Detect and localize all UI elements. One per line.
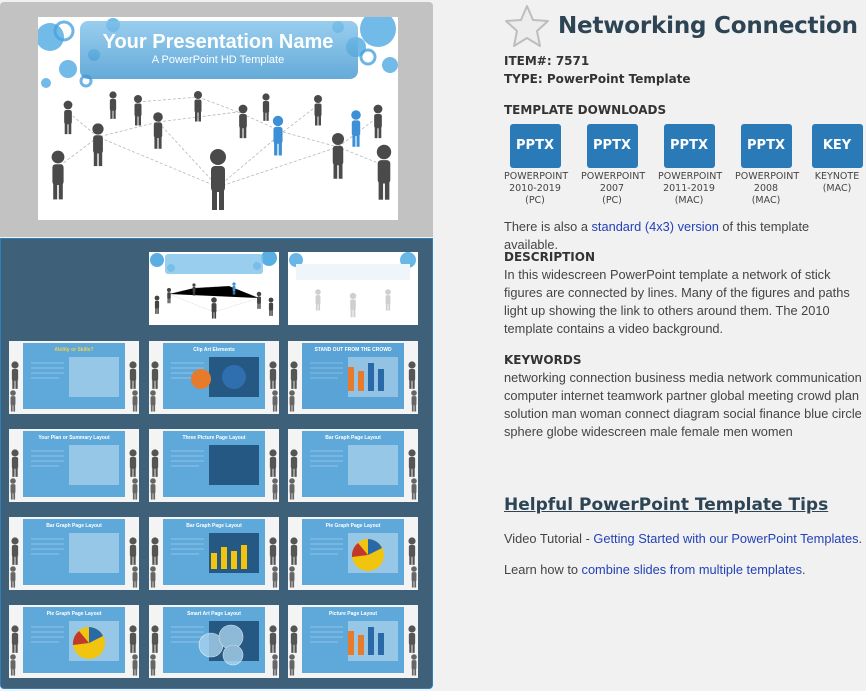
main-slide-preview[interactable]: Your Presentation Name A PowerPoint HD T… <box>38 17 398 220</box>
download-pptx-2011-mac: PPTX POWERPOINT 2011-2019 (MAC) <box>658 124 723 207</box>
slide-thumbnail[interactable]: Bar Graph Page Layout <box>288 429 418 502</box>
page-title: Networking Connection <box>558 13 858 39</box>
template-type: TYPE: PowerPoint Template <box>504 72 691 86</box>
slide-thumbnail-graphic <box>149 252 279 325</box>
download-button[interactable]: PPTX <box>740 124 792 168</box>
slide-thumbnail[interactable] <box>288 252 418 325</box>
thumbnail-title: Bar Graph Page Layout <box>46 523 102 529</box>
download-caption: POWERPOINT 2007 (PC) <box>581 171 646 206</box>
thumbnail-title: Clip Art Elements <box>193 347 235 353</box>
item-number: ITEM#: 7571 <box>504 54 590 68</box>
slide-thumbnail-graphic: Bar Graph Page Layout <box>149 517 279 590</box>
slide-thumbnail-graphic: Pie Graph Page Layout <box>9 605 139 678</box>
standard-version-note: There is also a standard (4x3) version o… <box>504 218 866 254</box>
thumbnail-title: Pie Graph Page Layout <box>47 611 102 617</box>
slide-thumbnail-graphic: Smart Art Page Layout <box>149 605 279 678</box>
download-buttons: PPTX POWERPOINT 2010-2019 (PC) PPTX POWE… <box>504 124 866 209</box>
slide-thumbnail[interactable]: Three Picture Page Layout <box>149 429 279 502</box>
standard-version-link[interactable]: standard (4x3) version <box>591 219 719 234</box>
slide-thumbnail[interactable]: Pie Graph Page Layout <box>9 605 139 678</box>
slide-thumbnail-graphic: Your Plan or Summary Layout <box>9 429 139 502</box>
slide-thumbnail-graphic: Three Picture Page Layout <box>149 429 279 502</box>
download-caption: POWERPOINT 2010-2019 (PC) <box>504 171 569 206</box>
thumbnail-title: Smart Art Page Layout <box>187 611 241 617</box>
slide-thumbnail[interactable]: Bar Graph Page Layout <box>9 517 139 590</box>
thumbnail-grid: Ability or Skills? Clip Art Elements <box>0 238 433 689</box>
download-pptx-2007-pc: PPTX POWERPOINT 2007 (PC) <box>581 124 646 207</box>
thumbnail-title: Bar Graph Page Layout <box>186 523 242 529</box>
slide-thumbnail-graphic <box>288 252 418 325</box>
slide-thumbnail-graphic: Picture Page Layout <box>288 605 418 678</box>
download-button[interactable]: KEY <box>811 124 863 168</box>
slide-thumbnail-graphic: STAND OUT FROM THE CROWD <box>288 341 418 414</box>
download-keynote-mac: KEY KEYNOTE (MAC) <box>806 124 866 195</box>
slide-thumbnail[interactable]: STAND OUT FROM THE CROWD <box>288 341 418 414</box>
main-slide-graphic: Your Presentation Name A PowerPoint HD T… <box>38 17 398 220</box>
download-caption: KEYNOTE (MAC) <box>814 171 860 194</box>
download-button[interactable]: PPTX <box>663 124 715 168</box>
description-heading: DESCRIPTION <box>504 250 596 264</box>
thumbnail-title: Three Picture Page Layout <box>182 435 245 441</box>
main-preview-panel: Your Presentation Name A PowerPoint HD T… <box>0 2 433 237</box>
slide-thumbnail-graphic: Pie Graph Page Layout <box>288 517 418 590</box>
star-icon[interactable] <box>504 4 550 48</box>
video-prefix: Video Tutorial - <box>504 531 594 546</box>
slide-title: Your Presentation Name <box>103 31 334 53</box>
keywords-heading: KEYWORDS <box>504 353 582 367</box>
tips-heading[interactable]: Helpful PowerPoint Template Tips <box>504 495 829 515</box>
description-text: In this widescreen PowerPoint template a… <box>504 267 850 336</box>
slide-thumbnail[interactable]: Pie Graph Page Layout <box>288 517 418 590</box>
video-tutorial-line: Video Tutorial - Getting Started with ou… <box>504 530 866 548</box>
slide-thumbnail[interactable]: Smart Art Page Layout <box>149 605 279 678</box>
thumbnail-title: STAND OUT FROM THE CROWD <box>314 347 392 353</box>
standard-prefix: There is also a <box>504 219 592 234</box>
slide-thumbnail[interactable]: Clip Art Elements <box>149 341 279 414</box>
slide-thumbnail[interactable]: Ability or Skills? <box>9 341 139 414</box>
slide-thumbnail[interactable] <box>149 252 279 325</box>
slide-thumbnail[interactable]: Your Plan or Summary Layout <box>9 429 139 502</box>
combine-slides-line: Learn how to combine slides from multipl… <box>504 561 866 579</box>
thumbnail-title: Pie Graph Page Layout <box>326 523 381 529</box>
download-caption: POWERPOINT 2011-2019 (MAC) <box>658 171 723 206</box>
download-pptx-2008-mac: PPTX POWERPOINT 2008 (MAC) <box>735 124 800 207</box>
keywords-text: networking connection business media net… <box>504 370 862 439</box>
slide-thumbnail[interactable]: Picture Page Layout <box>288 605 418 678</box>
slide-thumbnail-graphic: Ability or Skills? <box>9 341 139 414</box>
thumbnail-title: Picture Page Layout <box>329 611 377 617</box>
download-button[interactable]: PPTX <box>586 124 638 168</box>
video-suffix: . <box>858 531 863 546</box>
slide-thumbnail[interactable]: Bar Graph Page Layout <box>149 517 279 590</box>
slide-thumbnail-graphic: Clip Art Elements <box>149 341 279 414</box>
standard-suffix: of this template available. <box>504 219 810 252</box>
slide-thumbnail-graphic: Bar Graph Page Layout <box>9 517 139 590</box>
combine-prefix: Learn how to <box>504 562 582 577</box>
thumbnail-title: Ability or Skills? <box>54 347 93 353</box>
combine-slides-link[interactable]: combine slides from multiple templates <box>581 562 803 577</box>
downloads-heading: TEMPLATE DOWNLOADS <box>504 103 667 117</box>
title-row: Networking Connection <box>504 4 858 48</box>
slide-thumbnail-graphic: Bar Graph Page Layout <box>288 429 418 502</box>
video-tutorial-link[interactable]: Getting Started with our PowerPoint Temp… <box>593 531 859 546</box>
slide-subtitle: A PowerPoint HD Template <box>152 54 284 66</box>
thumbnail-title: Bar Graph Page Layout <box>325 435 381 441</box>
download-caption: POWERPOINT 2008 (MAC) <box>735 171 800 206</box>
download-button[interactable]: PPTX <box>509 124 561 168</box>
thumbnail-title: Your Plan or Summary Layout <box>38 435 110 441</box>
combine-suffix: . <box>802 562 806 577</box>
download-pptx-2010-pc: PPTX POWERPOINT 2010-2019 (PC) <box>504 124 569 207</box>
